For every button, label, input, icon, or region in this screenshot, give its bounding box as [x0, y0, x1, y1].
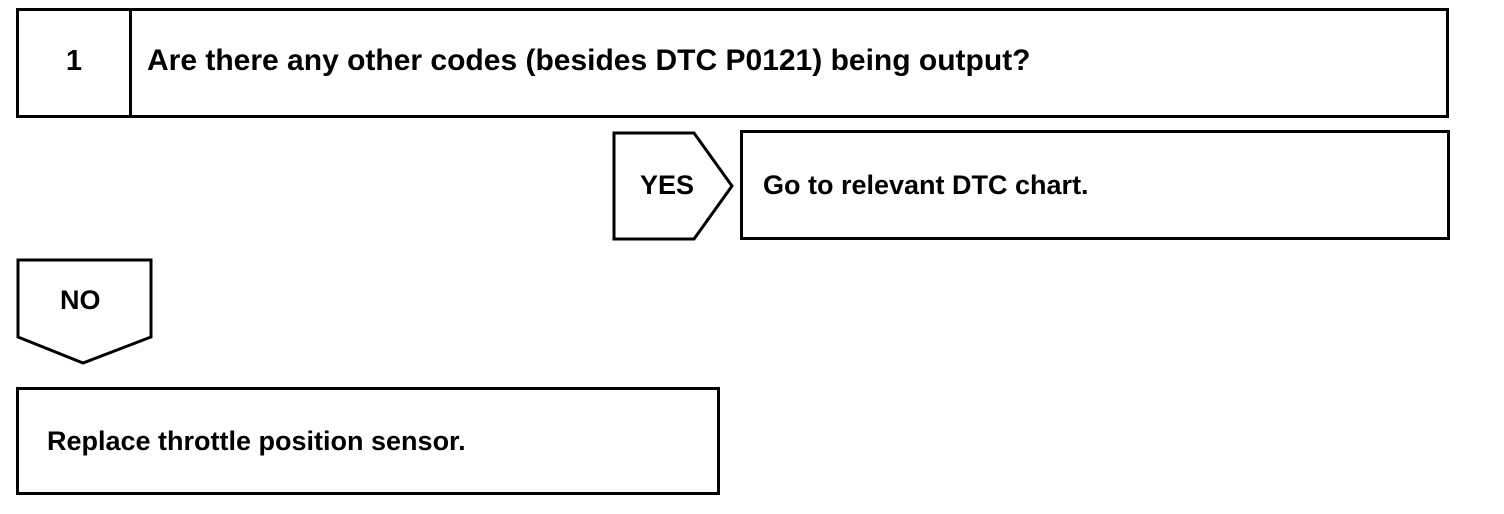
diagnostic-step-box: 1 Are there any other codes (besides DTC… [16, 8, 1449, 118]
yes-label: YES [640, 170, 695, 200]
no-label: NO [60, 285, 101, 315]
no-result-box: Replace throttle position sensor. [16, 387, 720, 495]
no-action-text: Replace throttle position sensor. [47, 425, 466, 456]
yes-result-box: Go to relevant DTC chart. [740, 130, 1450, 240]
step-number: 1 [19, 11, 132, 115]
step-question: Are there any other codes (besides DTC P… [147, 44, 1031, 77]
yes-arrow [612, 131, 734, 241]
yes-action-text: Go to relevant DTC chart. [763, 169, 1089, 200]
no-arrow [16, 258, 153, 365]
